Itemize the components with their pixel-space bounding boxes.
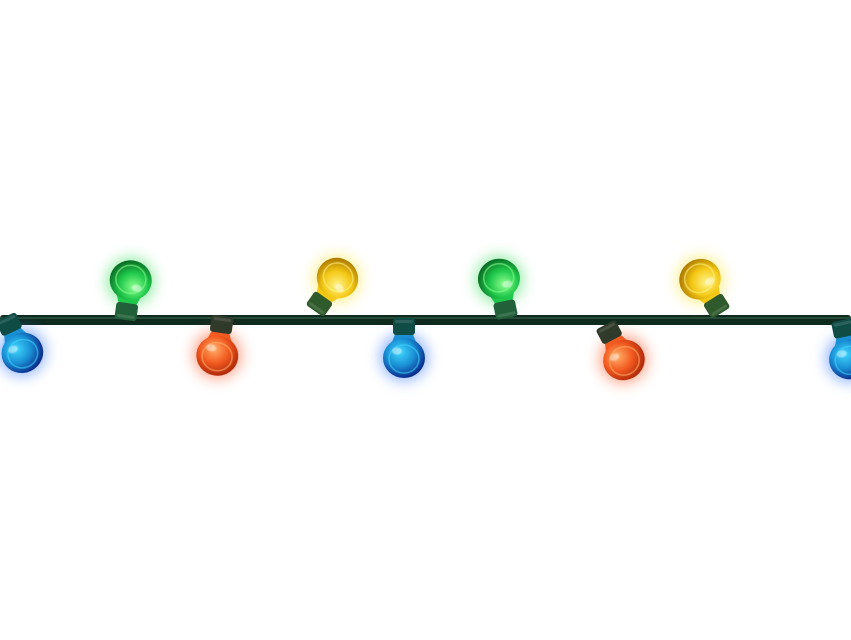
bulb-9-blue-bulb: [825, 318, 851, 383]
bulb-7-socket-shine: [598, 322, 615, 333]
bulb-5-highlight: [392, 347, 402, 355]
bulb-9-socket-shine: [833, 320, 851, 327]
bulb-2-socket-shine: [116, 313, 135, 320]
bulb-3-ring: [201, 341, 233, 372]
bulb-6-green-bulb: [475, 255, 524, 320]
bulb-7-red-bulb: [596, 320, 648, 384]
bulb-2-socket: [114, 301, 139, 322]
bulb-7-ring: [608, 345, 641, 376]
bulb-5-socket-shine: [395, 320, 413, 323]
bulb-1-ring: [7, 338, 39, 369]
bulb-8-ring: [683, 263, 715, 294]
bulb-5-blue-bulb: [380, 318, 428, 381]
bulb-3-socket: [209, 314, 234, 335]
bulb-8-socket-shine: [711, 304, 728, 316]
bulb-2-highlight: [131, 284, 142, 292]
bulb-1-socket-shine: [0, 315, 16, 325]
bulb-6-socket: [493, 299, 518, 320]
bulb-9-socket: [831, 318, 851, 339]
bulb-4-yellow-bulb: [306, 254, 361, 317]
bulb-7-highlight: [609, 353, 620, 362]
bulb-6-socket-shine: [497, 311, 516, 318]
bulb-6-ring: [482, 262, 515, 293]
bulb-4-highlight: [334, 283, 344, 292]
bulb-2-green-bulb: [106, 257, 155, 322]
bulb-6-highlight: [502, 280, 513, 288]
bulb-1-highlight: [8, 345, 18, 354]
bulb-1-socket: [0, 312, 22, 336]
bulb-5-socket: [393, 318, 415, 335]
bulb-3-red-bulb: [193, 314, 242, 379]
bulb-4-socket: [306, 291, 333, 317]
bulb-7-socket: [596, 320, 622, 344]
bulb-5-ring: [388, 344, 420, 374]
bulb-8-highlight: [705, 277, 715, 286]
bulb-3-socket-shine: [213, 316, 232, 323]
bulb-8-yellow-bulb: [676, 256, 730, 318]
bulb-1-blue-bulb: [0, 312, 46, 376]
wire-highlight: [0, 317, 851, 319]
bulb-8-socket: [703, 293, 730, 318]
bulbs: [0, 254, 851, 384]
bulb-9-ring: [834, 345, 851, 376]
bulb-2-ring: [115, 264, 147, 295]
bulb-3-highlight: [206, 344, 217, 352]
bulb-4-socket-shine: [308, 302, 325, 314]
bulb-9-highlight: [836, 350, 847, 358]
bulb-4-ring: [322, 262, 354, 293]
